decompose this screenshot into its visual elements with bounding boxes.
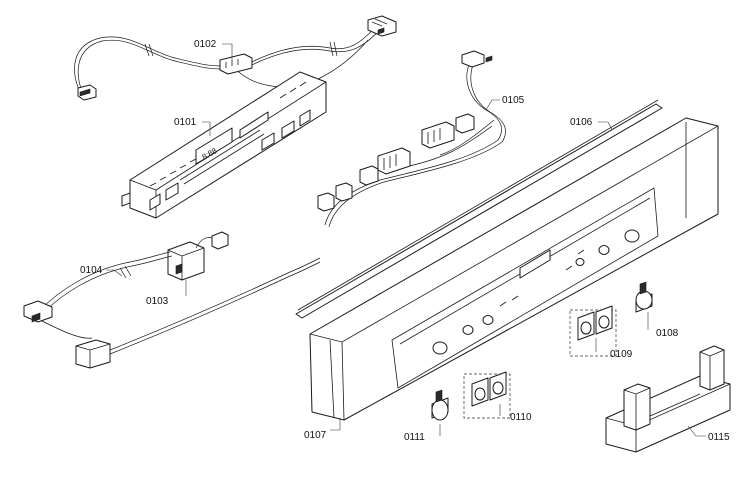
seal-strip-0106 (295, 99, 663, 319)
label-0106: 0106 (570, 117, 593, 128)
label-0104: 0104 (80, 265, 103, 276)
label-0108: 0108 (656, 328, 679, 339)
bracket-0115 (605, 345, 731, 453)
control-board-0101: 8:88 (121, 71, 327, 219)
label-0115: 0115 (708, 432, 730, 443)
cable-harness-0105 (317, 50, 506, 228)
label-0109: 0109 (610, 349, 633, 360)
leader-lines (106, 43, 706, 437)
label-0105: 0105 (502, 95, 525, 106)
label-0107: 0107 (304, 430, 327, 441)
knob-0111 (431, 389, 449, 421)
knob-0108 (635, 281, 653, 313)
button-group-0109 (569, 305, 617, 357)
fascia-panel-0107 (309, 117, 719, 421)
part-labels: 0102 0101 0105 0106 0104 0103 0107 0108 … (80, 39, 730, 443)
label-0103: 0103 (146, 296, 169, 307)
door-switch-0103 (167, 231, 229, 281)
label-0102: 0102 (194, 39, 217, 50)
button-group-0110 (463, 371, 511, 419)
label-0110: 0110 (510, 412, 532, 423)
cable-harness-0102 (74, 15, 397, 101)
label-0111: 0111 (404, 432, 425, 443)
cable-harness-0104 (23, 251, 321, 369)
label-0101: 0101 (174, 117, 197, 128)
